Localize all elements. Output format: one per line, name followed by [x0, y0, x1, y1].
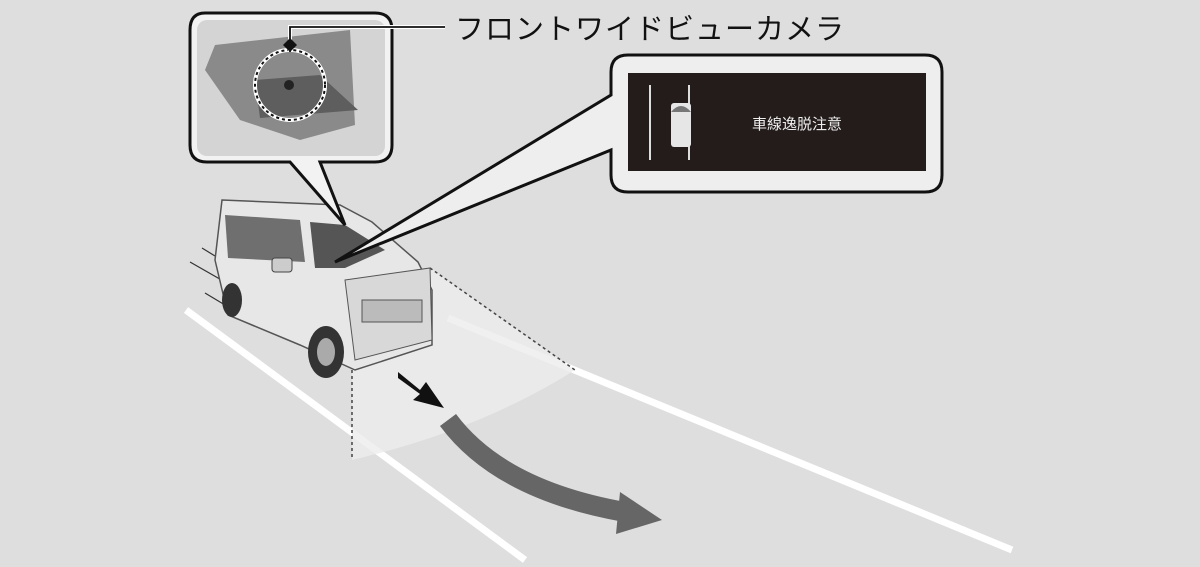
vehicle-icon — [671, 103, 691, 147]
camera-lens-icon — [284, 80, 294, 90]
lane-departure-warning-text: 車線逸脱注意 — [752, 115, 843, 133]
lane-departure-arrow-icon — [439, 413, 627, 522]
camera-callout — [188, 11, 445, 226]
camera-label: フロントワイドビューカメラ — [455, 12, 846, 46]
display-callout — [334, 53, 944, 264]
drift-arrow-icon — [398, 372, 444, 408]
